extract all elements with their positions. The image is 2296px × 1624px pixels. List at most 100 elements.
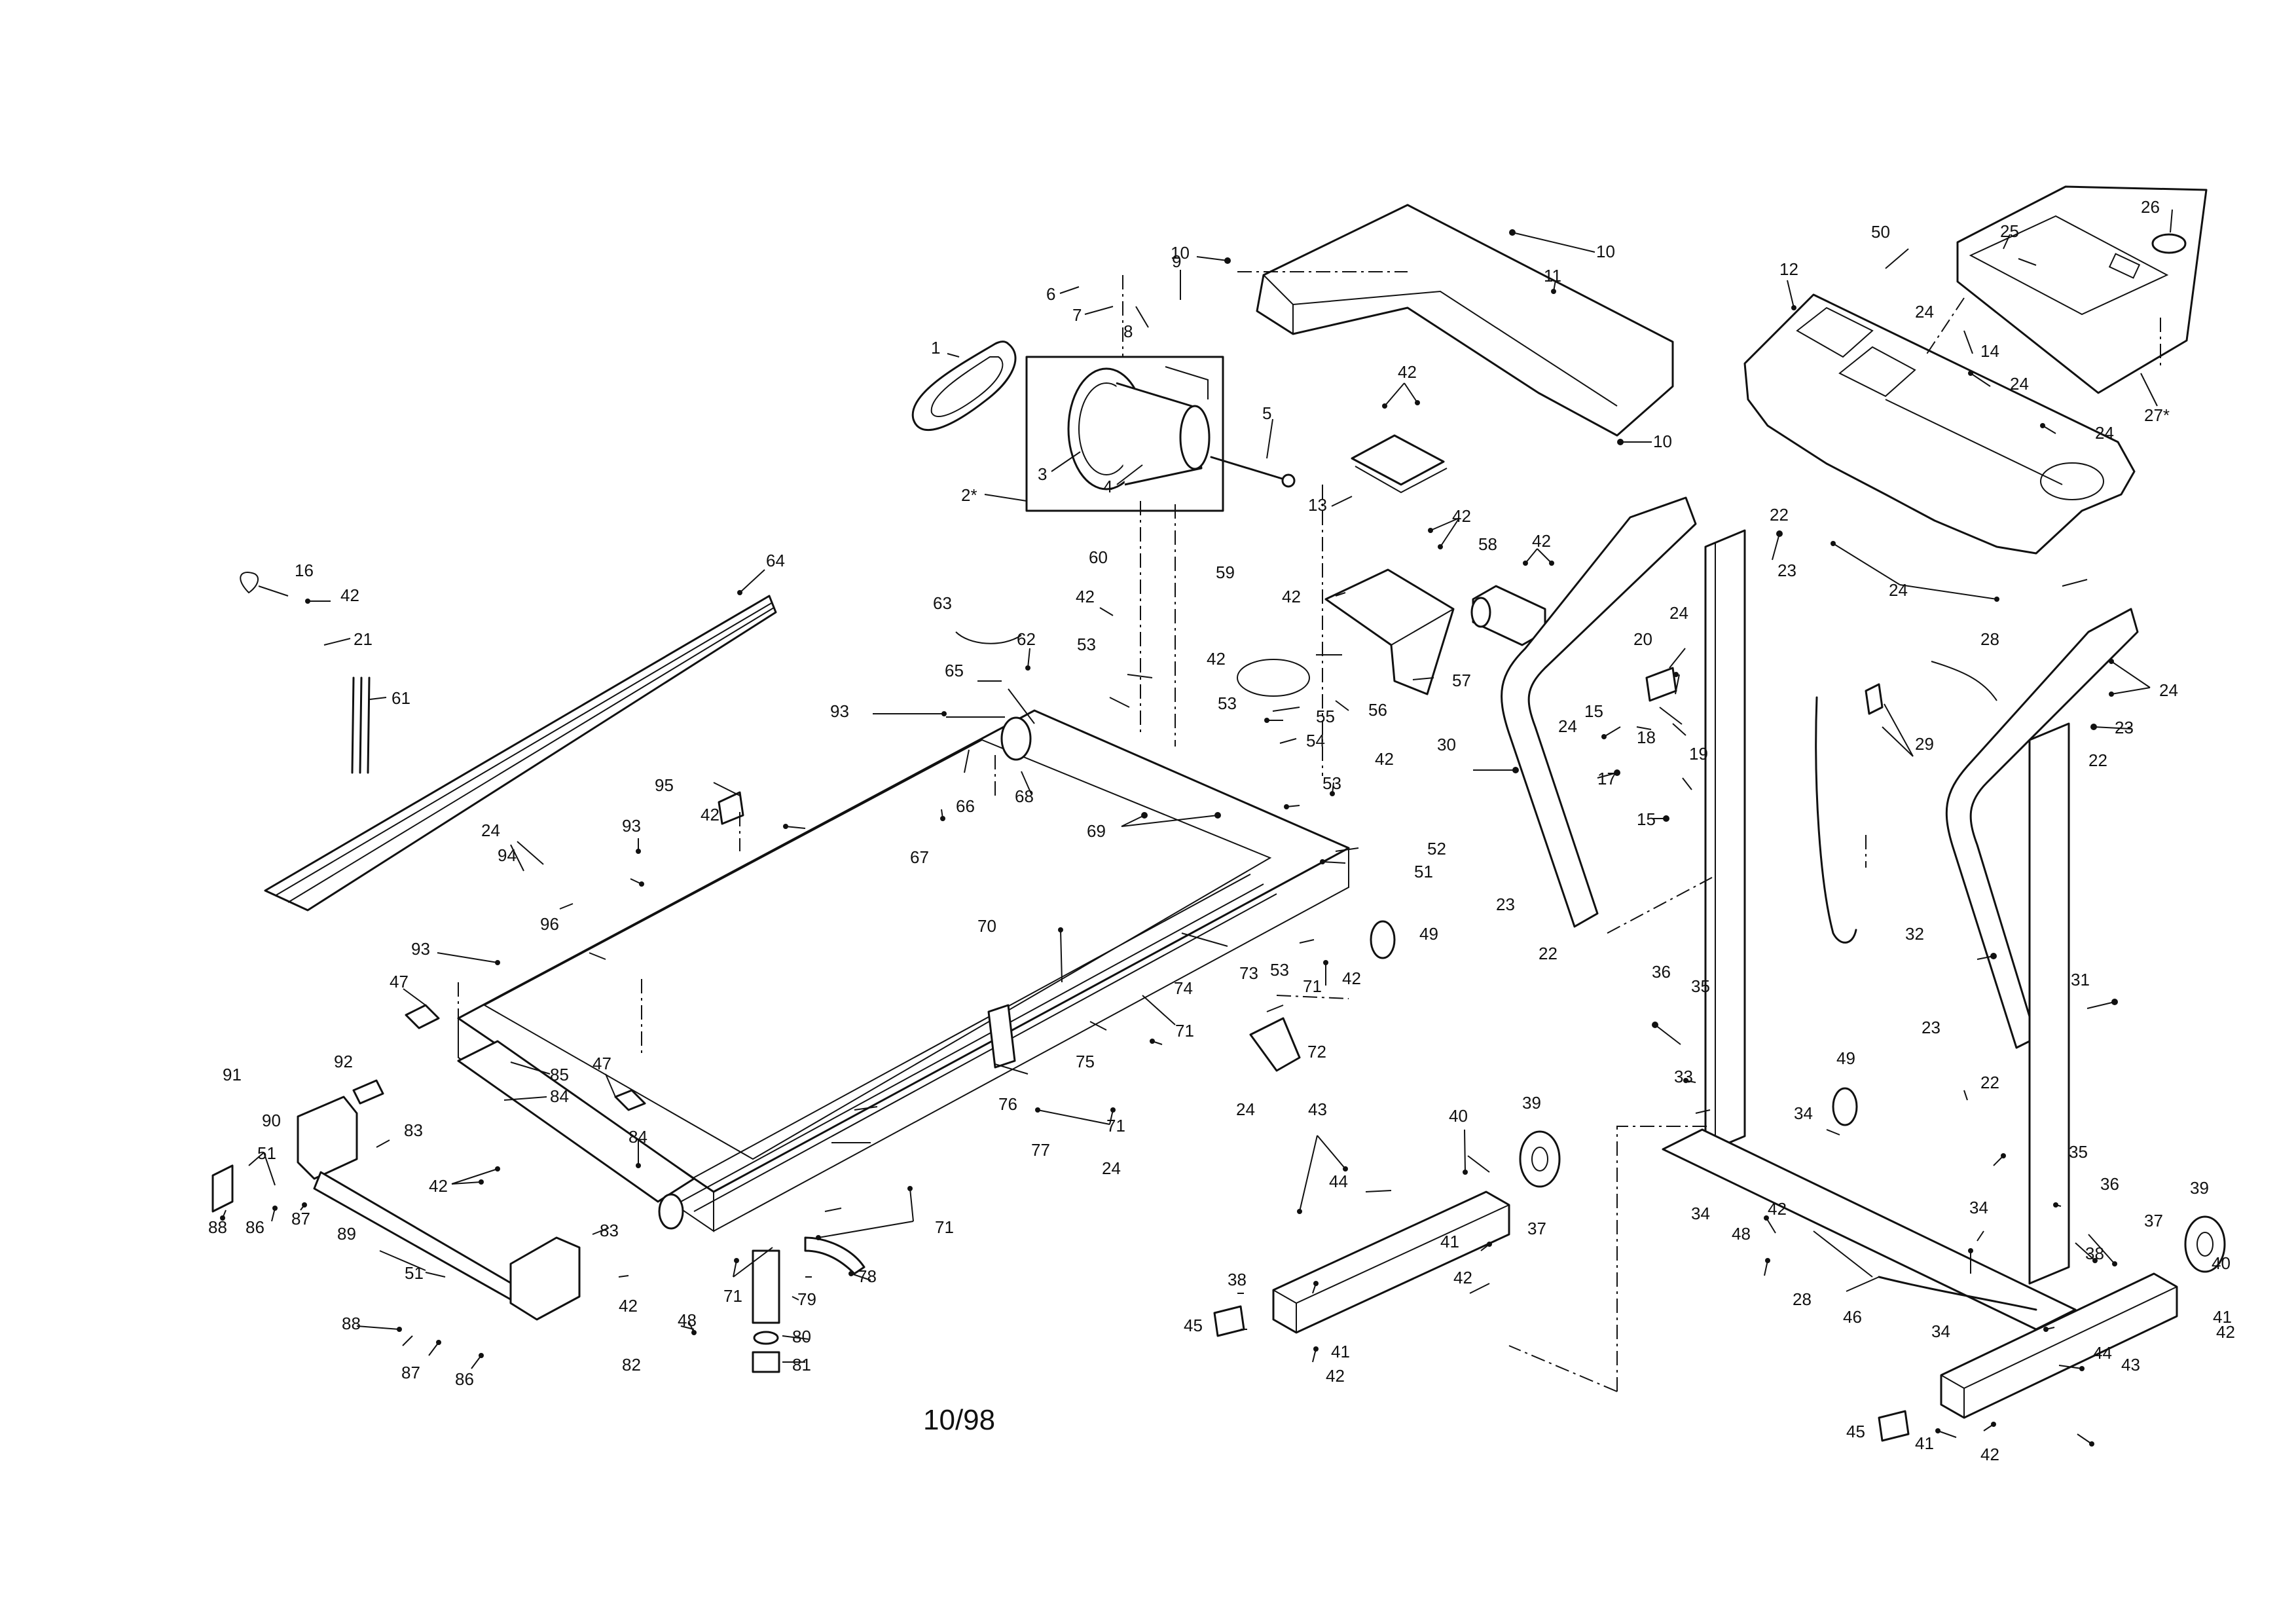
callout-23c: 23 (1496, 895, 1515, 914)
callout-71a: 71 (1303, 976, 1322, 996)
callout-68: 68 (1015, 786, 1034, 806)
callout-4: 4 (1103, 477, 1112, 496)
callout-10b: 10 (1596, 242, 1615, 261)
callout-52: 52 (1427, 839, 1446, 858)
callout-46: 46 (1843, 1307, 1862, 1327)
callout-18: 18 (1637, 728, 1656, 747)
callout-34a: 34 (1794, 1103, 1813, 1123)
callout-43b: 43 (2121, 1355, 2140, 1375)
callout-42a: 42 (340, 585, 359, 605)
callout-86b: 86 (455, 1369, 474, 1389)
callout-43a: 43 (1308, 1099, 1327, 1119)
callout-38a: 38 (1228, 1270, 1247, 1289)
part-wire-63 (955, 631, 1022, 644)
part-upright-base (1662, 1128, 2077, 1331)
callout-23b: 23 (2115, 718, 2134, 737)
assembly-guide-lines (458, 271, 2161, 1392)
callout-76: 76 (998, 1094, 1017, 1114)
callout-15a: 15 (1584, 701, 1603, 721)
callout-1: 1 (931, 338, 940, 358)
callout-44b: 44 (2093, 1343, 2112, 1363)
callout-41c: 41 (2213, 1307, 2232, 1327)
callout-47b: 47 (592, 1054, 611, 1073)
callout-24h: 24 (481, 821, 500, 840)
callout-42j: 42 (1342, 969, 1361, 988)
part-motor-bolt (1210, 456, 1296, 488)
callout-51c: 51 (405, 1263, 424, 1283)
callout-30: 30 (1437, 735, 1456, 754)
callout-22c: 22 (1539, 944, 1558, 963)
part-base-left (1272, 1190, 1510, 1334)
callout-23a: 23 (1777, 561, 1796, 580)
callout-83b: 83 (600, 1221, 619, 1240)
callout-42q: 42 (1768, 1199, 1787, 1219)
callout-60: 60 (1089, 547, 1108, 567)
part-front-roller (1000, 716, 1032, 761)
callout-77: 77 (1031, 1140, 1050, 1160)
part-left-upright (1501, 496, 1697, 928)
callout-65: 65 (945, 661, 964, 680)
callout-9: 9 (1172, 251, 1181, 271)
callout-24d: 24 (1889, 580, 1908, 600)
callout-36b: 36 (2100, 1174, 2119, 1194)
callout-61: 61 (392, 688, 410, 708)
part-drive-belt (911, 341, 1017, 431)
callout-51a: 51 (1414, 862, 1433, 881)
part-wire-ties (351, 676, 371, 774)
callout-45a: 45 (1184, 1316, 1203, 1335)
part-left-upright-post (1704, 529, 1746, 1154)
callout-53b: 53 (1218, 693, 1237, 713)
callout-32: 32 (1905, 924, 1924, 944)
callout-72: 72 (1307, 1042, 1326, 1061)
callout-63: 63 (933, 593, 952, 613)
part-console (1956, 185, 2208, 394)
callout-71e: 71 (723, 1286, 742, 1306)
callout-2: 2* (961, 485, 977, 505)
callout-29: 29 (1915, 734, 1934, 754)
callout-67: 67 (910, 847, 929, 867)
callout-41b: 41 (1331, 1342, 1350, 1361)
part-upright-bracket (1351, 434, 1448, 494)
callout-15b: 15 (1637, 809, 1656, 829)
callout-78: 78 (858, 1266, 877, 1286)
part-cable-loop (1815, 696, 1857, 944)
callout-64: 64 (766, 551, 785, 570)
callout-92: 92 (334, 1052, 353, 1071)
part-base-right (1940, 1272, 2178, 1419)
callout-69: 69 (1087, 821, 1106, 841)
callout-24c: 24 (2095, 423, 2114, 443)
callout-45b: 45 (1846, 1422, 1865, 1441)
callout-16: 16 (295, 561, 314, 580)
callout-53d: 53 (1270, 960, 1289, 980)
callout-42m: 42 (1453, 1268, 1472, 1287)
callout-42h: 42 (1375, 749, 1394, 769)
callout-10c: 10 (1653, 432, 1672, 451)
callout-57: 57 (1452, 671, 1471, 690)
callout-42l: 42 (619, 1296, 638, 1316)
callout-42e: 42 (1282, 587, 1301, 606)
callout-26: 26 (2141, 197, 2160, 217)
callout-42d: 42 (1532, 531, 1551, 551)
part-wheel-left (1519, 1130, 1561, 1188)
callout-21: 21 (354, 629, 373, 649)
callout-35a: 35 (1691, 976, 1710, 996)
callout-91: 91 (223, 1065, 242, 1084)
callout-75: 75 (1076, 1052, 1095, 1071)
callout-24e: 24 (1669, 603, 1688, 623)
callout-5: 5 (1262, 403, 1271, 423)
callout-66: 66 (956, 796, 975, 816)
part-rear-roller (457, 1040, 695, 1230)
callout-24g: 24 (2159, 680, 2178, 700)
part-transformer (1470, 585, 1546, 646)
callout-28a: 28 (1980, 629, 1999, 649)
callout-14: 14 (1980, 341, 1999, 361)
part-wire-harness (1813, 661, 2037, 1311)
callout-81: 81 (792, 1355, 811, 1375)
callout-48b: 48 (1732, 1224, 1751, 1244)
callout-71c: 71 (1106, 1116, 1125, 1135)
callout-80: 80 (792, 1327, 811, 1346)
callout-84a: 84 (550, 1086, 569, 1106)
callout-24a: 24 (1915, 302, 1934, 322)
callout-13: 13 (1308, 495, 1327, 515)
callout-53c: 53 (1322, 773, 1341, 793)
